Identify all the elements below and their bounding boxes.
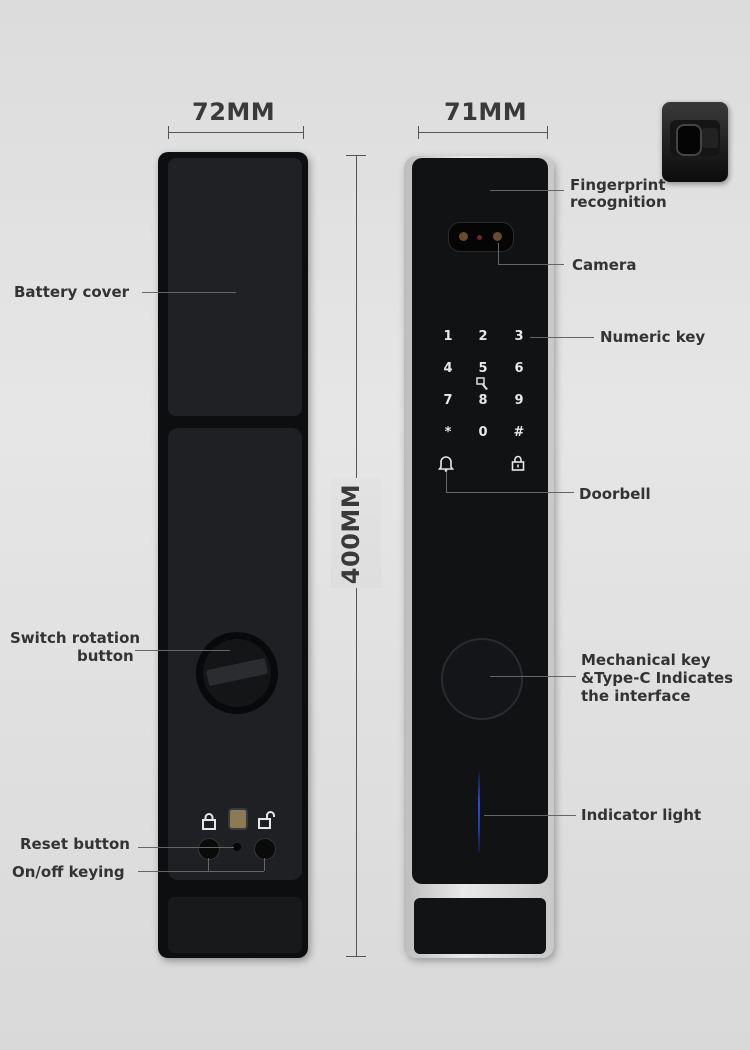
switch-rotation-leader xyxy=(135,650,230,651)
camera-lens-right xyxy=(493,232,502,241)
width-left-dimension-line xyxy=(168,132,304,133)
fingerprint-touch-icon xyxy=(476,377,488,390)
unlock-icon xyxy=(258,811,275,829)
camera-leader xyxy=(498,264,564,265)
onoff-keying-leader-right xyxy=(264,858,265,871)
numeric-key-leader xyxy=(530,337,594,338)
key-star[interactable]: * xyxy=(444,425,452,440)
width-left-tick-left xyxy=(168,126,169,139)
width-right-label: 71MM xyxy=(444,98,528,126)
fingerprint-leader xyxy=(490,190,564,191)
key-2[interactable]: 2 xyxy=(478,329,488,344)
mechanical-key-label-2: &Type-C Indicates xyxy=(581,669,734,687)
battery-cover xyxy=(168,158,302,416)
reset-button[interactable] xyxy=(233,843,241,851)
width-right-dimension-line xyxy=(418,132,548,133)
width-left-tick-right xyxy=(303,126,304,139)
mechanical-key-label-3: the interface xyxy=(581,687,691,705)
doorbell-label: Doorbell xyxy=(579,485,651,503)
key-5[interactable]: 5 xyxy=(478,361,488,376)
switch-rotation-label-1: Switch rotation xyxy=(10,629,141,647)
reset-button-label: Reset button xyxy=(20,835,130,853)
onoff-keying-leader xyxy=(138,871,264,872)
height-label: 400MM xyxy=(337,483,365,585)
fingerprint-reader-inset xyxy=(662,102,728,182)
camera-leader-vertical xyxy=(498,243,499,264)
switch-rotation-label-2: button xyxy=(77,647,134,665)
mechanical-key-leader xyxy=(490,676,576,677)
mechanical-key-label-1: Mechanical key xyxy=(581,651,711,669)
camera-sensor xyxy=(477,235,482,240)
onoff-button-left[interactable] xyxy=(198,838,220,860)
doorbell-leader-vertical xyxy=(446,472,447,492)
lock-icon xyxy=(202,813,216,830)
width-left-label: 72MM xyxy=(192,98,276,126)
front-main-panel xyxy=(412,158,548,884)
key-hash[interactable]: # xyxy=(513,425,525,440)
height-label-bg xyxy=(331,478,381,588)
reset-button-leader xyxy=(138,847,234,848)
back-bottom-block xyxy=(168,897,302,953)
key-6[interactable]: 6 xyxy=(514,361,524,376)
indicator-light-leader xyxy=(484,815,576,816)
key-cylinder xyxy=(228,808,248,830)
key-3[interactable]: 3 xyxy=(514,329,524,344)
numeric-key-label: Numeric key xyxy=(600,328,706,346)
onoff-keying-label: On/off keying xyxy=(12,863,125,881)
lock-key-icon[interactable] xyxy=(510,455,526,471)
key-0[interactable]: 0 xyxy=(478,425,488,440)
key-1[interactable]: 1 xyxy=(443,329,453,344)
camera-label: Camera xyxy=(572,256,637,274)
battery-cover-leader xyxy=(142,292,236,293)
height-tick-bottom xyxy=(346,956,366,957)
battery-cover-label: Battery cover xyxy=(14,283,130,301)
height-tick-top xyxy=(346,155,366,156)
key-8[interactable]: 8 xyxy=(478,393,488,408)
width-right-tick-left xyxy=(418,126,419,139)
width-right-tick-right xyxy=(547,126,548,139)
key-4[interactable]: 4 xyxy=(443,361,453,376)
key-9[interactable]: 9 xyxy=(514,393,524,408)
fingerprint-label-2: recognition xyxy=(570,193,667,211)
camera-lens-left xyxy=(459,232,468,241)
doorbell-icon[interactable] xyxy=(438,454,454,472)
onoff-button-right[interactable] xyxy=(254,838,276,860)
indicator-light xyxy=(478,772,480,852)
doorbell-leader xyxy=(446,492,574,493)
mechanical-key-cover[interactable] xyxy=(441,638,523,720)
onoff-keying-leader-left xyxy=(208,858,209,871)
fingerprint-label-1: Fingerprint xyxy=(570,176,666,194)
key-7[interactable]: 7 xyxy=(443,393,453,408)
front-bottom-block xyxy=(414,898,546,954)
indicator-light-label: Indicator light xyxy=(581,806,702,824)
